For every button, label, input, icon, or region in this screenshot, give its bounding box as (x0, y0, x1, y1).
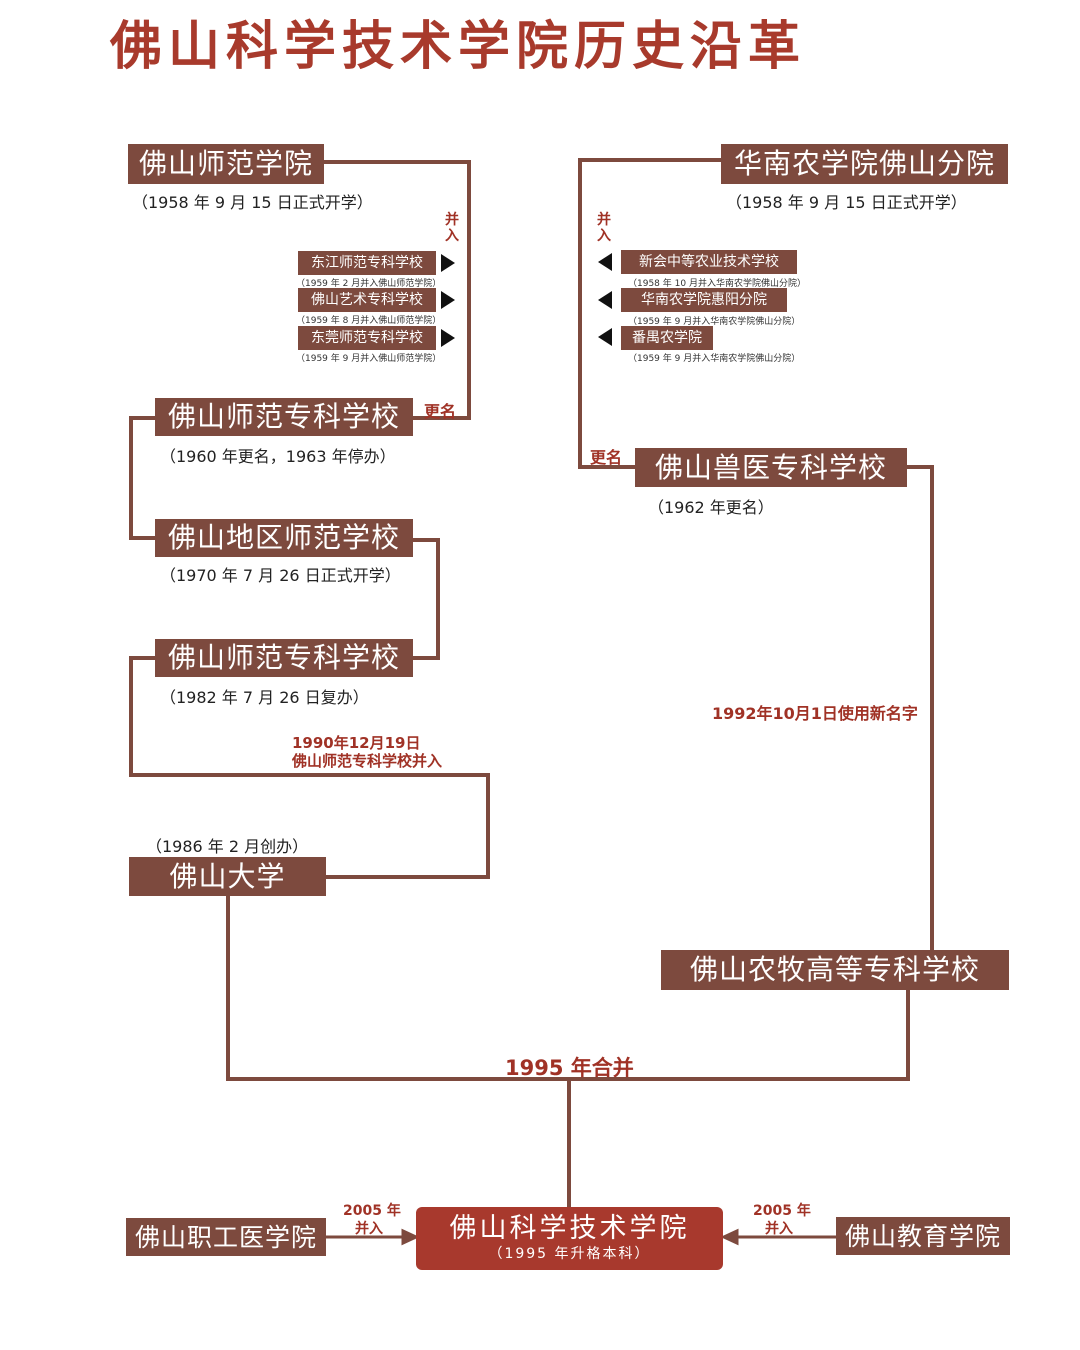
box-label: 佛山地区师范学校 (167, 521, 400, 554)
note-normal-college: （1958 年 9 月 15 日正式开学） (132, 193, 373, 212)
note-foshan-art: （1959 年 8 月并入佛山师范学院） (296, 316, 442, 326)
box-normal-specialist-1960: 佛山师范专科学校 (155, 398, 413, 436)
label-merge-left: 并入 (445, 212, 459, 244)
box-label: 佛山师范学院 (138, 147, 313, 180)
box-final-institute: 佛山科学技术学院 （1995 年升格本科） (416, 1207, 723, 1270)
connector-district-to-specialist (413, 538, 440, 660)
note-university: （1986 年 2 月创办） (146, 837, 309, 856)
box-huiyang-branch: 华南农学院惠阳分院 (621, 288, 787, 312)
box-label: 华南农学院惠阳分院 (641, 292, 767, 308)
arrow-right-icon (441, 254, 455, 272)
label-2005-left-year: 2005 年 (343, 1203, 401, 1219)
connector-specialist-to-district (129, 416, 157, 540)
final-subtitle: （1995 年升格本科） (488, 1246, 651, 1262)
label-2005-right-action: 并入 (765, 1221, 793, 1237)
page-title: 佛山科学技术学院历史沿革 (110, 16, 807, 77)
note-normal-specialist-1982: （1982 年 7 月 26 日复办） (160, 688, 369, 707)
note-huiyang-branch: （1959 年 9 月并入华南农学院佛山分院） (628, 317, 801, 327)
box-agri-college: 佛山农牧高等专科学校 (661, 950, 1009, 990)
arrow-left-icon (598, 328, 612, 346)
final-name: 佛山科学技术学院 (449, 1213, 690, 1244)
note-scau-branch: （1958 年 9 月 15 日正式开学） (726, 193, 967, 212)
box-label: 东江师范专科学校 (311, 255, 423, 271)
box-label: 佛山农牧高等专科学校 (689, 953, 980, 986)
label-rename-right: 更名 (590, 448, 623, 467)
box-normal-specialist-1982: 佛山师范专科学校 (155, 639, 413, 677)
box-label: 佛山师范专科学校 (167, 641, 400, 674)
box-panyu-agri: 番禺农学院 (621, 326, 713, 350)
connector-vet-to-agri (906, 465, 934, 950)
note-xinhui-agri: （1958 年 10 月并入华南农学院佛山分院） (628, 279, 806, 289)
box-dongguan-normal: 东莞师范专科学校 (298, 326, 436, 350)
arrow-right-icon (441, 329, 455, 347)
label-2005-left-action: 并入 (355, 1221, 383, 1237)
box-label: 东莞师范专科学校 (311, 330, 423, 346)
note-dongguan-normal: （1959 年 9 月并入佛山师范学院） (296, 354, 442, 364)
box-label: 佛山教育学院 (844, 1221, 1001, 1251)
box-label: 佛山职工医学院 (134, 1222, 317, 1252)
label-rename-left: 更名 (424, 402, 457, 421)
arrow-left-icon (598, 291, 612, 309)
label-rename-1992: 1992年10月1日使用新名字 (712, 704, 918, 723)
box-foshan-art: 佛山艺术专科学校 (298, 288, 436, 312)
box-scau-branch: 华南农学院佛山分院 (721, 144, 1008, 184)
label-2005-right-year: 2005 年 (753, 1203, 811, 1219)
note-district-normal: （1970 年 7 月 26 日正式开学） (160, 566, 401, 585)
label-merge-1990-desc: 佛山师范专科学校并入 (292, 752, 443, 770)
box-vet-school: 佛山兽医专科学校 (635, 448, 907, 487)
box-label: 佛山兽医专科学校 (654, 450, 887, 484)
arrow-2005-left (401, 1228, 420, 1246)
label-merge-1990-date: 1990年12月19日 (292, 734, 421, 752)
box-staff-medical: 佛山职工医学院 (126, 1218, 326, 1256)
arrow-2005-right (720, 1228, 739, 1246)
box-dongjiang-normal: 东江师范专科学校 (298, 251, 436, 275)
box-label: 佛山师范专科学校 (167, 400, 400, 433)
connector-scau-to-vet (578, 158, 723, 469)
box-label: 番禺农学院 (632, 330, 702, 346)
box-label: 华南农学院佛山分院 (733, 147, 995, 180)
connector-specialist-to-university (129, 656, 490, 879)
box-normal-college: 佛山师范学院 (128, 144, 324, 184)
arrow-right-icon (441, 291, 455, 309)
box-foshan-university: 佛山大学 (129, 857, 326, 896)
box-xinhui-agri: 新会中等农业技术学校 (621, 250, 797, 274)
note-dongjiang-normal: （1959 年 2 月并入佛山师范学院） (296, 279, 442, 289)
label-merge-right: 并入 (597, 212, 611, 244)
box-education-college: 佛山教育学院 (836, 1217, 1010, 1255)
note-panyu-agri: （1959 年 9 月并入华南农学院佛山分院） (628, 354, 801, 364)
box-label: 新会中等农业技术学校 (639, 254, 779, 270)
note-vet-school: （1962 年更名） (648, 498, 774, 517)
arrow-left-icon (598, 253, 612, 271)
connector-normal-to-specialist (323, 160, 471, 420)
box-district-normal: 佛山地区师范学校 (155, 519, 413, 557)
box-label: 佛山大学 (169, 859, 286, 893)
label-merge-1995: 1995 年合并 (505, 1056, 634, 1080)
box-label: 佛山艺术专科学校 (311, 292, 423, 308)
note-normal-specialist-1960: （1960 年更名，1963 年停办） (160, 447, 396, 466)
